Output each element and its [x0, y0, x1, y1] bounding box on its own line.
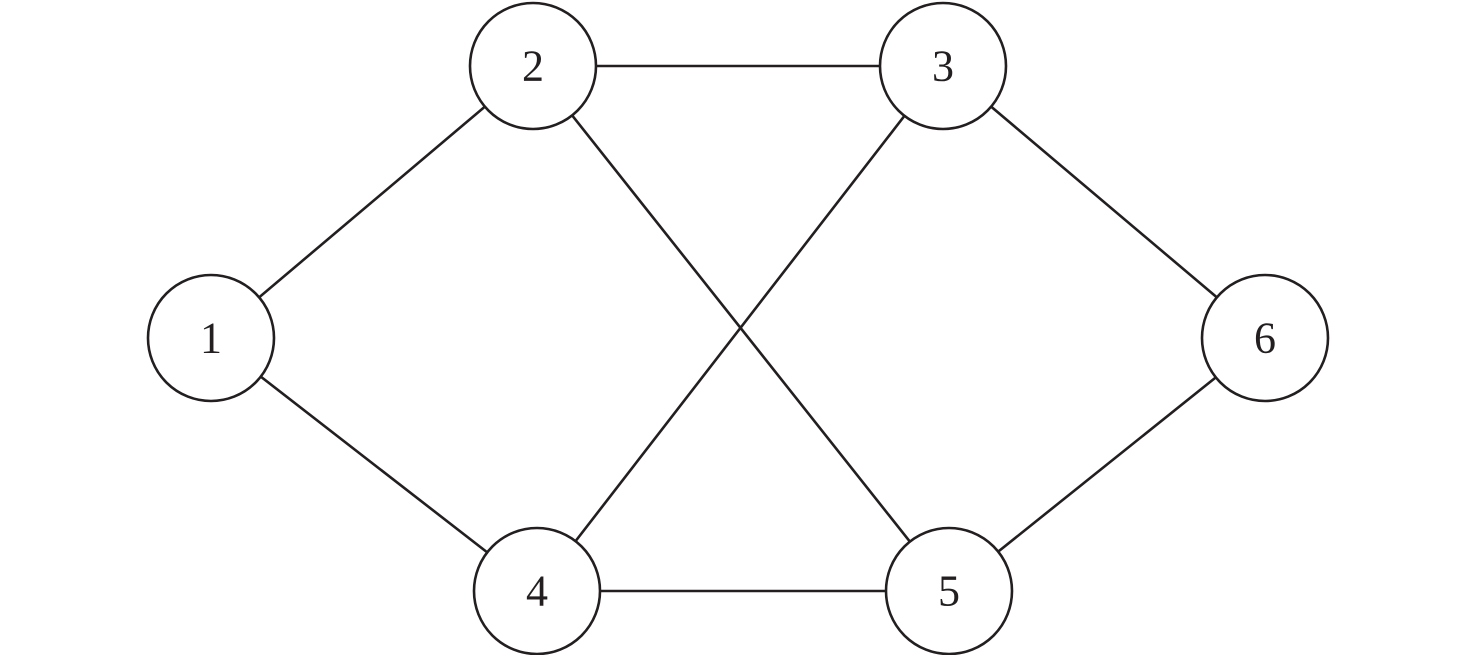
- node-5: 5: [884, 526, 1014, 655]
- edge-5-6: [948, 336, 1266, 593]
- node-6: 6: [1200, 273, 1330, 403]
- node-circle: [146, 273, 276, 403]
- node-label: 4: [526, 567, 548, 616]
- node-circle: [878, 1, 1008, 131]
- nodes-layer: 1 2 3 4 5 6: [146, 1, 1330, 655]
- node-label: 2: [522, 42, 544, 91]
- edge-3-4: [535, 65, 945, 592]
- node-label: 3: [932, 42, 954, 91]
- node-1: 1: [146, 273, 276, 403]
- edges-layer: [210, 64, 1266, 593]
- edge-1-2: [210, 65, 534, 339]
- node-label: 6: [1254, 314, 1276, 363]
- edge-1-4: [210, 336, 538, 593]
- node-circle: [1200, 273, 1330, 403]
- node-circle: [884, 526, 1014, 655]
- node-2: 2: [468, 1, 598, 131]
- edge-3-6: [942, 65, 1266, 339]
- node-circle: [472, 526, 602, 655]
- node-label: 5: [938, 567, 960, 616]
- node-label: 1: [200, 314, 222, 363]
- node-circle: [468, 1, 598, 131]
- node-4: 4: [472, 526, 602, 655]
- node-3: 3: [878, 1, 1008, 131]
